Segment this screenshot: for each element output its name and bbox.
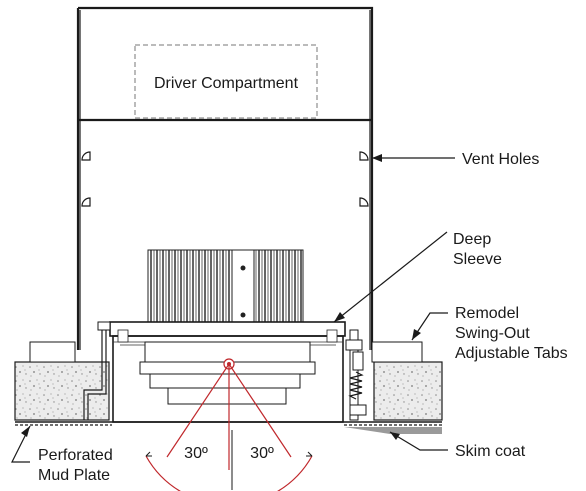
- leader-arrow: [390, 432, 400, 440]
- vent-hole-left-bottom: [81, 197, 91, 207]
- callout-vent-holes: Vent Holes: [372, 151, 539, 168]
- ceiling-drywall: [14, 341, 443, 421]
- remodel-label-line3: Adjustable Tabs: [455, 345, 568, 362]
- vent-hole-left-top: [81, 151, 91, 161]
- angle-left-label: 30º: [184, 445, 208, 462]
- leader-line: [389, 431, 448, 451]
- leader-line: [11, 425, 31, 463]
- vent-holes-label: Vent Holes: [462, 151, 539, 168]
- leader-arrow: [412, 329, 421, 340]
- leader-line: [411, 312, 448, 341]
- driver-compartment-label: Driver Compartment: [154, 75, 299, 92]
- leader-arrow: [372, 154, 382, 162]
- skim-coat-label: Skim coat: [455, 443, 526, 460]
- left-bracket: [83, 321, 111, 420]
- remodel-label-line1: Remodel: [455, 305, 519, 322]
- deep-sleeve-label-line1: Deep: [453, 231, 491, 248]
- angle-right-label: 30º: [250, 445, 274, 462]
- leader-line: [333, 231, 448, 323]
- driver-compartment-box: [134, 44, 318, 119]
- vent-hole-right-top: [359, 151, 369, 161]
- skim-coat: [344, 427, 442, 434]
- vent-holes: [81, 151, 369, 207]
- beam-angle-indicator: 30º 30º: [145, 363, 313, 491]
- deep-sleeve-label-line2: Sleeve: [453, 251, 502, 268]
- callout-remodel-tabs: Remodel Swing-Out Adjustable Tabs: [411, 305, 568, 362]
- perforated-label-line2: Mud Plate: [38, 467, 110, 484]
- remodel-label-line2: Swing-Out: [455, 325, 530, 342]
- deep-sleeve: [109, 321, 346, 423]
- driver-compartment-housing: Driver Compartment: [76, 6, 374, 350]
- leader-arrow: [21, 426, 30, 437]
- perforated-label-line1: Perforated: [38, 447, 113, 464]
- callout-deep-sleeve: Deep Sleeve: [333, 231, 502, 323]
- callout-skim-coat: Skim coat: [389, 431, 526, 460]
- swing-out-tab-assembly: [345, 329, 367, 421]
- vent-hole-right-bottom: [359, 197, 369, 207]
- leader-arrow: [334, 312, 345, 322]
- heatsink: [147, 249, 304, 331]
- callout-mud-plate: Perforated Mud Plate: [11, 425, 113, 484]
